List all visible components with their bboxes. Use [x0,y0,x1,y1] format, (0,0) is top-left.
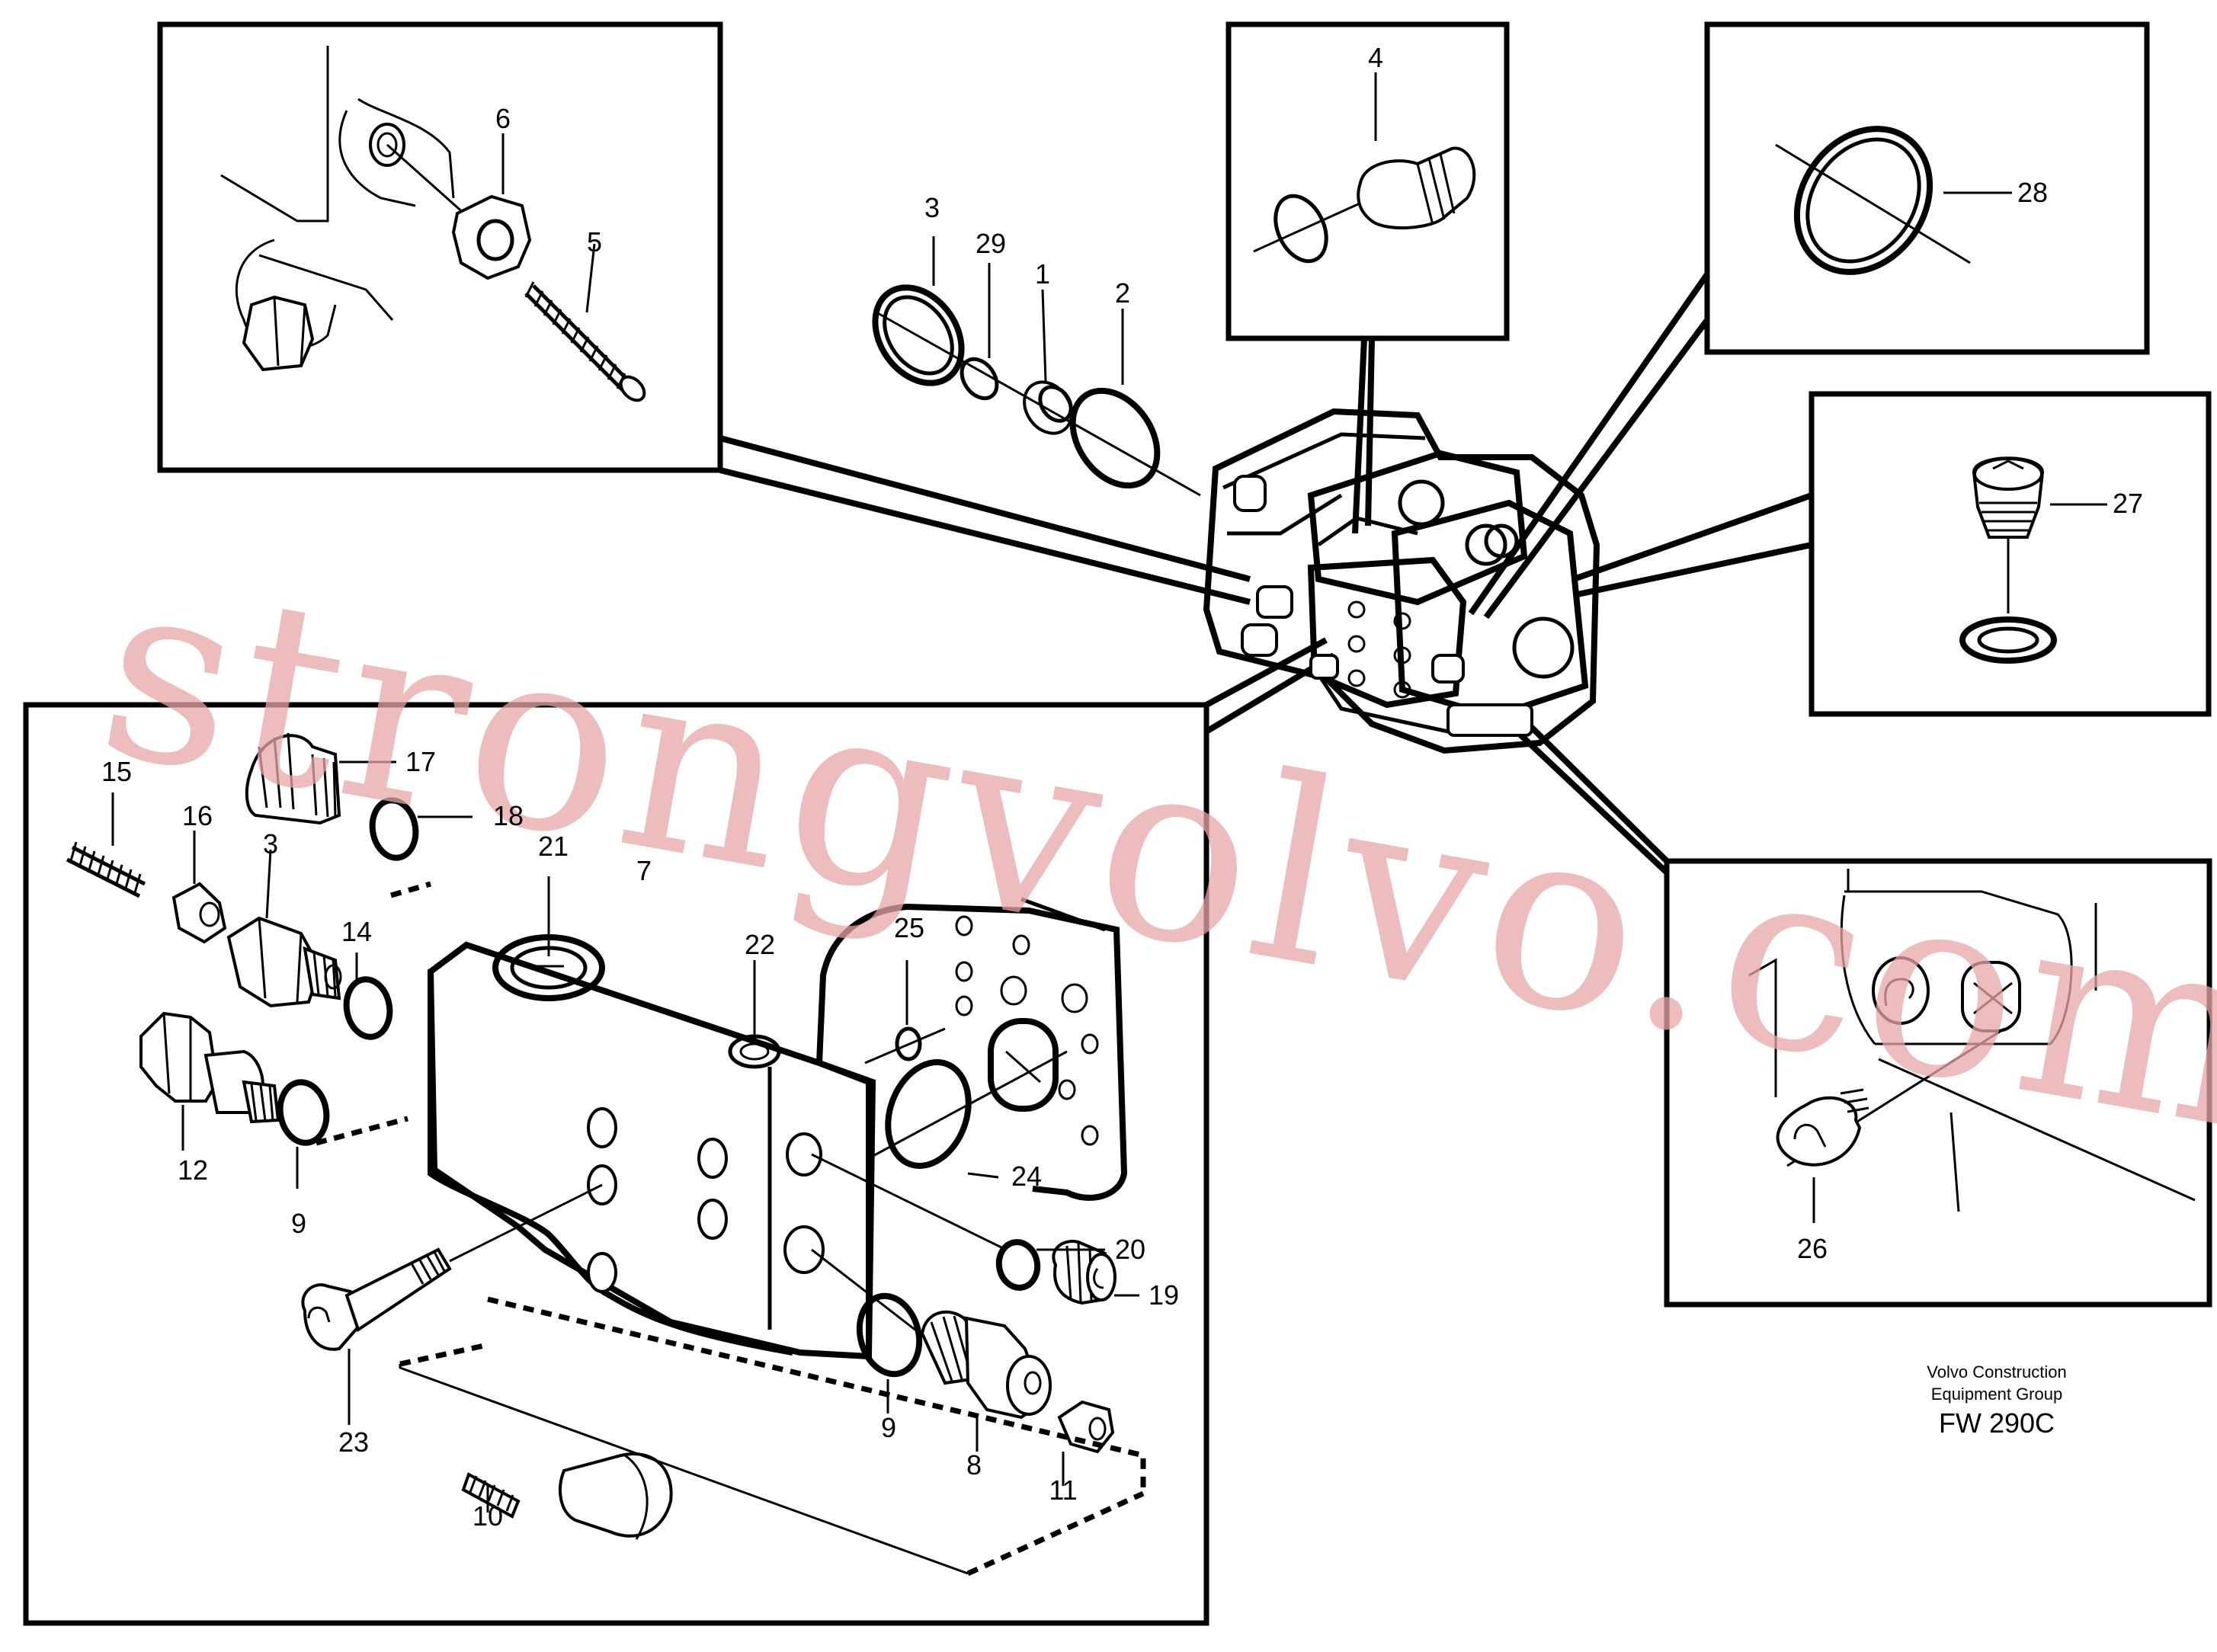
callout-24: 24 [1011,1161,1042,1192]
callout-27: 27 [2113,488,2143,519]
caption: Volvo Construction Equipment Group FW 29… [1927,1362,2066,1439]
inset-bottom-left [23,702,1209,1626]
callout-18: 18 [493,800,524,831]
callout-23: 23 [338,1426,369,1458]
callout-21: 21 [538,831,569,862]
callout-7: 7 [636,855,652,886]
caption-code: FW 290C [1939,1407,2055,1439]
inset-right-middle [1809,391,2212,717]
caption-line-1: Volvo Construction [1927,1362,2066,1381]
inset-bottom-left-content [66,732,1146,1577]
callout-9-left: 9 [291,1208,306,1239]
leader-top-left [719,435,1251,582]
callout-labels: 1 2 3 4 5 6 7 8 9 9 10 11 12 3 14 15 16 … [101,42,2143,1532]
leader-lines [719,272,1813,875]
callout-15: 15 [101,756,132,787]
caption-line-2: Equipment Group [1931,1385,2062,1404]
callout-13: 3 [263,828,278,860]
main-pump-assembly [1203,408,1600,754]
inset-right-middle-content [1959,456,2107,664]
inset-top-left [157,21,723,473]
callout-9-right: 9 [881,1412,896,1443]
callout-11: 11 [1049,1474,1077,1506]
callout-28: 28 [2017,177,2048,208]
callout-3: 3 [924,192,940,223]
callout-1: 1 [1035,258,1050,290]
callout-2: 2 [1115,277,1130,309]
inset-top-left-content [220,46,646,402]
callout-19: 19 [1149,1279,1179,1311]
seal-parts-group [872,236,1201,497]
callout-5: 5 [587,226,602,258]
inset-frames [23,21,2212,1626]
callout-25: 25 [894,912,924,943]
inset-right-bottom-content [1748,869,2196,1223]
callout-10: 10 [473,1500,503,1532]
inset-right-bottom [1664,858,2212,1308]
callout-4: 4 [1368,42,1383,73]
callout-20: 20 [1115,1234,1145,1265]
callout-22: 22 [745,929,775,960]
watermark: strongvolvo.com [83,520,2217,1188]
callout-6: 6 [495,103,511,134]
inset-top-center-content [1253,72,1476,264]
callout-29: 29 [976,228,1006,259]
inset-top-right-content [1775,126,2012,275]
inset-top-center [1225,21,1510,341]
callout-26: 26 [1797,1233,1828,1264]
callout-16: 16 [182,800,213,831]
callout-8: 8 [966,1449,982,1481]
inset-top-right [1704,21,2150,355]
callout-17: 17 [405,746,436,777]
callout-12: 12 [178,1154,208,1186]
callout-14: 14 [341,916,372,947]
